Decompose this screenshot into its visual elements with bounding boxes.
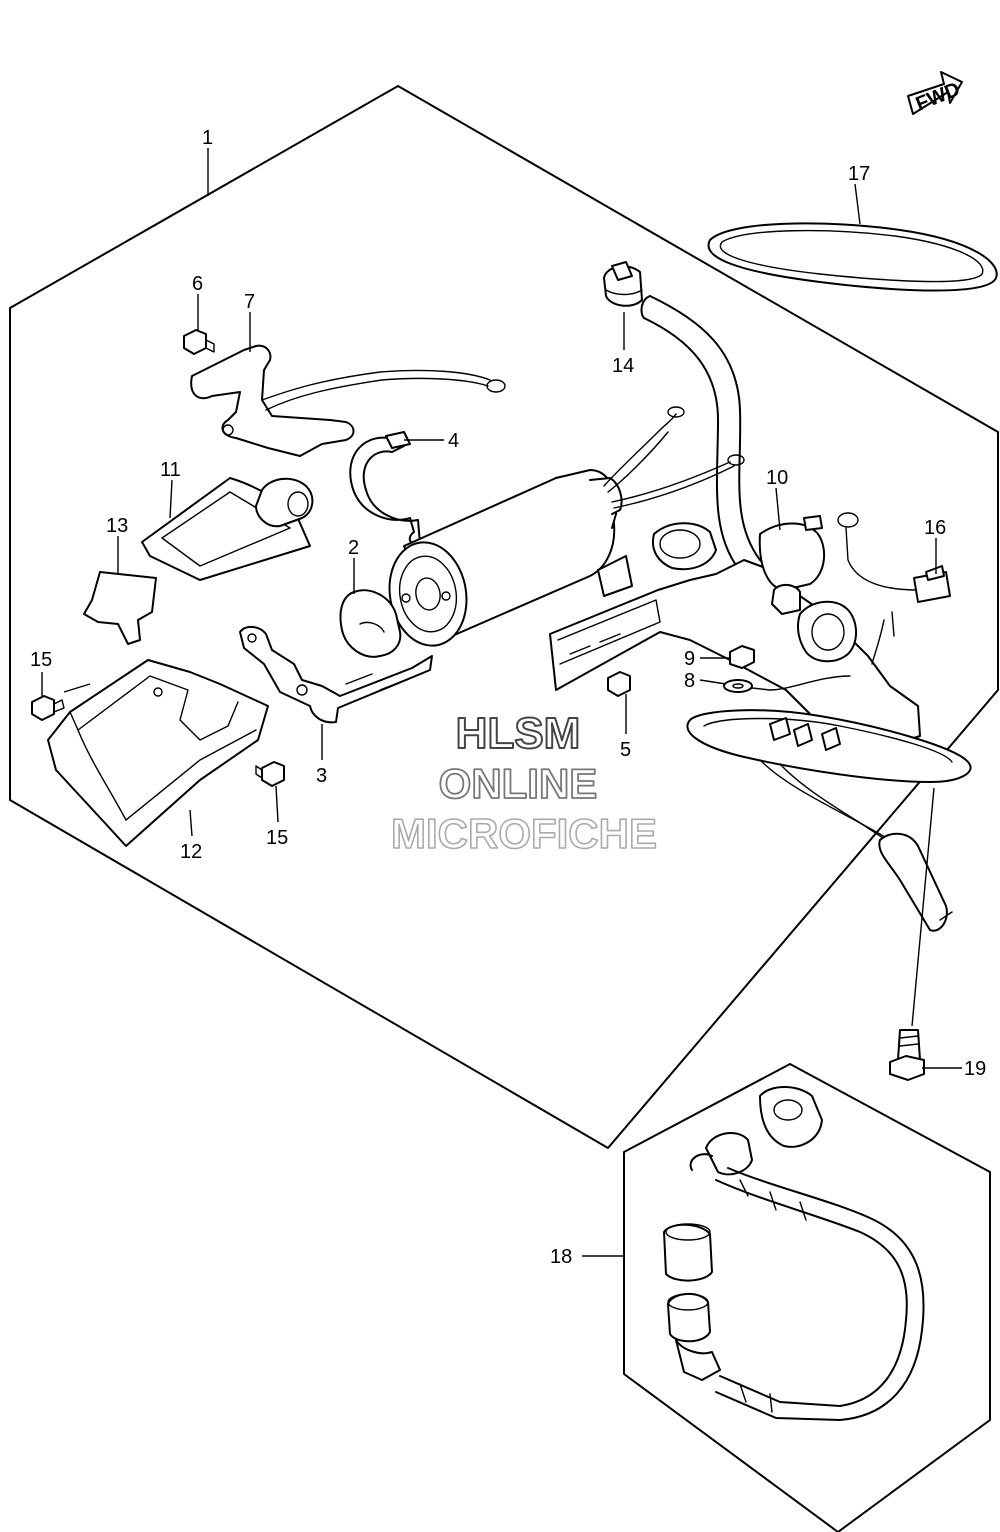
fuel-strainer — [141, 477, 314, 581]
watermark: HLSM ONLINE MICROFICHE — [390, 708, 658, 858]
bolt-19 — [889, 1029, 925, 1081]
screw-15a — [31, 695, 65, 721]
wire-connector — [913, 565, 951, 603]
watermark-line-2: ONLINE — [439, 760, 598, 807]
callout-3: 3 — [316, 765, 327, 787]
callout-8: 8 — [684, 670, 695, 692]
callout-10: 10 — [766, 467, 788, 489]
hose-kit-boundary — [623, 1063, 991, 1532]
watermark-line-3: MICROFICHE — [391, 810, 657, 857]
nut-9 — [729, 645, 755, 669]
washer-8 — [723, 675, 851, 693]
callout-16: 16 — [924, 517, 946, 539]
callout-15a: 15 — [30, 649, 52, 671]
leader-lines — [41, 148, 962, 1257]
callout-2: 2 — [348, 537, 359, 559]
pump-damper — [339, 589, 402, 658]
callout-12: 12 — [180, 841, 202, 863]
callout-6: 6 — [192, 273, 203, 295]
callout-19: 19 — [964, 1058, 986, 1080]
callout-1: 1 — [202, 127, 213, 149]
mount-bracket — [239, 626, 433, 724]
callout-11: 11 — [160, 459, 181, 481]
callout-labels: 1 17 6 7 14 4 11 10 13 16 2 9 8 15 5 3 1… — [30, 127, 986, 1268]
screw-15b — [255, 761, 285, 787]
fuel-pump-motor — [388, 406, 745, 647]
pump-clamp-band — [349, 431, 421, 546]
fwd-label: FWD — [913, 78, 963, 115]
hose-clamp — [603, 261, 643, 307]
screw-5 — [607, 671, 631, 697]
watermark-line-1: HLSM — [456, 709, 581, 758]
assembly-boundary — [9, 85, 999, 1149]
gasket-plate — [83, 571, 157, 645]
fwd-arrow-icon: FWD — [907, 71, 963, 116]
callout-14: 14 — [612, 355, 634, 377]
mounting-flange — [686, 709, 972, 932]
bottom-cover — [47, 659, 269, 847]
fuel-hose-kit — [663, 1086, 925, 1421]
callout-17: 17 — [848, 163, 870, 185]
o-ring-gasket — [707, 222, 998, 292]
callout-7: 7 — [244, 291, 255, 313]
callout-15b: 15 — [266, 827, 288, 849]
callout-13: 13 — [106, 515, 128, 537]
callout-18: 18 — [550, 1246, 572, 1268]
callout-4: 4 — [448, 430, 459, 452]
callout-9: 9 — [684, 648, 695, 670]
wire-bracket — [190, 344, 506, 457]
screw-6 — [183, 329, 215, 355]
callout-5: 5 — [620, 739, 631, 761]
